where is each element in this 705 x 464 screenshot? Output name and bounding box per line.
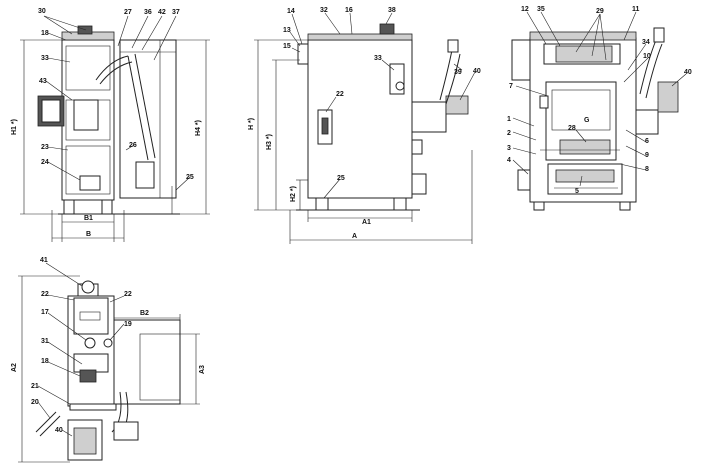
section-view — [511, 11, 687, 211]
front-callout-26: 26 — [129, 142, 137, 149]
section-marker-g: G — [584, 117, 590, 124]
front-view — [20, 15, 210, 242]
top-dim-a2: A2 — [11, 363, 18, 372]
section-callout-6: 6 — [645, 138, 649, 145]
top-callout-22b: 22 — [124, 291, 132, 298]
top-callout-17: 17 — [41, 309, 49, 316]
section-callout-12: 12 — [521, 6, 529, 13]
side-callout-33: 33 — [374, 55, 382, 62]
front-callout-42: 42 — [158, 9, 166, 16]
top-callout-22a: 22 — [41, 291, 49, 298]
front-callout-43: 43 — [39, 78, 47, 85]
side-view — [254, 12, 476, 244]
side-dim-h3: H3 *) — [266, 134, 273, 150]
side-dim-a1: A1 — [362, 219, 371, 226]
section-callout-9: 9 — [645, 152, 649, 159]
section-callout-7: 7 — [509, 83, 513, 90]
front-callout-30: 30 — [38, 8, 46, 15]
side-callout-13: 13 — [283, 27, 291, 34]
top-dim-b2: B2 — [140, 310, 149, 317]
side-callout-38: 38 — [388, 7, 396, 14]
side-callout-15: 15 — [283, 43, 291, 50]
section-callout-29: 29 — [596, 8, 604, 15]
front-callout-36: 36 — [144, 9, 152, 16]
front-callout-23: 23 — [41, 144, 49, 151]
top-callout-19: 19 — [124, 321, 132, 328]
side-callout-14: 14 — [287, 8, 295, 15]
front-callout-37: 37 — [172, 9, 180, 16]
top-callout-20: 20 — [31, 399, 39, 406]
section-callout-4: 4 — [507, 157, 511, 164]
section-callout-10: 10 — [643, 53, 651, 60]
top-callout-21: 21 — [31, 383, 39, 390]
section-callout-34: 34 — [642, 39, 650, 46]
side-callout-39: 39 — [454, 69, 462, 76]
top-callout-41: 41 — [40, 257, 48, 264]
front-dim-b1: B1 — [84, 215, 93, 222]
section-callout-2: 2 — [507, 130, 511, 137]
top-view — [18, 262, 200, 463]
section-callout-11: 11 — [632, 6, 640, 13]
top-callout-40: 40 — [55, 427, 63, 434]
side-dim-h2: H2 *) — [290, 186, 297, 202]
section-callout-28: 28 — [568, 125, 576, 132]
top-callout-18: 18 — [41, 358, 49, 365]
front-callout-18: 18 — [41, 30, 49, 37]
front-callout-33: 33 — [41, 55, 49, 62]
side-callout-16: 16 — [345, 7, 353, 14]
section-callout-5: 5 — [575, 188, 579, 195]
front-dim-b: B — [86, 231, 91, 238]
front-dim-h1: H1 *) — [11, 119, 18, 135]
front-callout-25: 25 — [186, 174, 194, 181]
side-callout-25: 25 — [337, 175, 345, 182]
side-callout-22: 22 — [336, 91, 344, 98]
section-callout-8: 8 — [645, 166, 649, 173]
side-callout-32: 32 — [320, 7, 328, 14]
front-callout-24: 24 — [41, 159, 49, 166]
section-callout-1: 1 — [507, 116, 511, 123]
front-dim-h4: H4 *) — [195, 120, 202, 136]
top-callout-31: 31 — [41, 338, 49, 345]
side-dim-a: A — [352, 233, 357, 240]
side-callout-40: 40 — [473, 68, 481, 75]
side-dim-h: H *) — [248, 118, 255, 130]
front-callout-27: 27 — [124, 9, 132, 16]
section-callout-40: 40 — [684, 69, 692, 76]
section-callout-3: 3 — [507, 145, 511, 152]
top-dim-a3: A3 — [199, 365, 206, 374]
section-callout-35: 35 — [537, 6, 545, 13]
